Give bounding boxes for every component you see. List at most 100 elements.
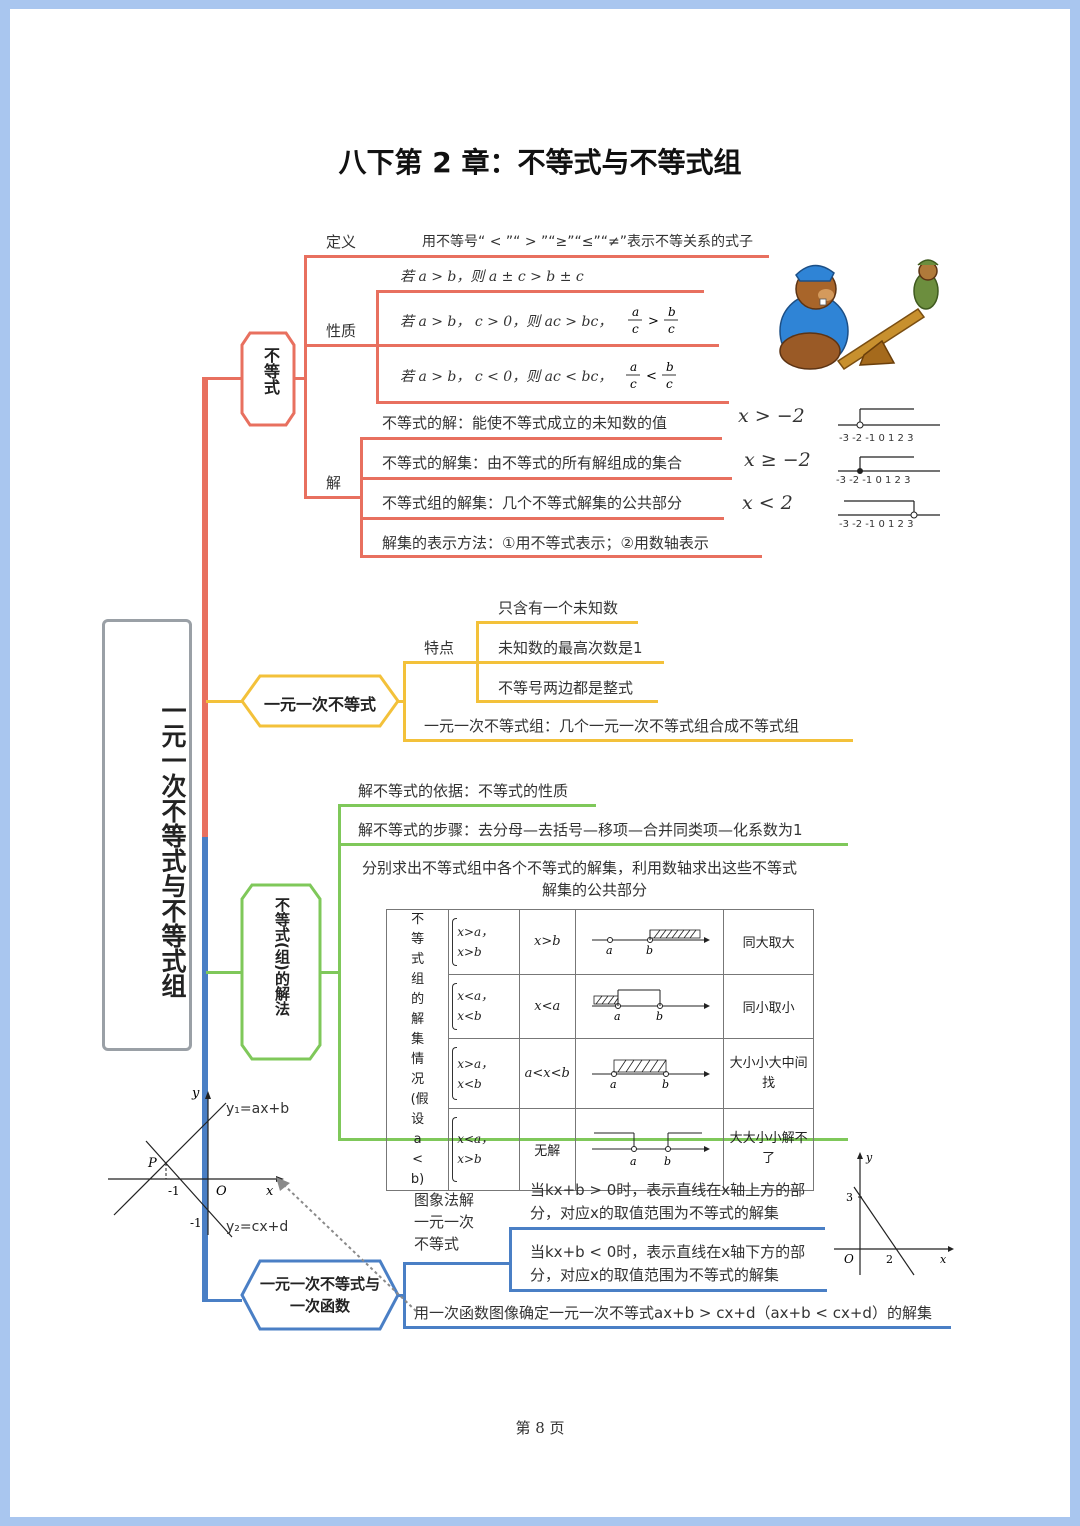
single-line-graph: y x O 3 2 [834,1151,954,1276]
table-axis: a b [574,1107,725,1192]
system-method-line1: 分别求出不等式组中各个不等式的解集，利用数轴求出这些不等式 [362,859,798,877]
svg-text:O: O [216,1184,227,1199]
definition-text: 用不等号“ < ”“ > ”“≥”“≤”“≠”表示不等关系的式子 [422,234,753,250]
branch1-hex [240,331,296,427]
solution-set-table: 不等式组的解集情况(假设a<b) x>a，x>b x>b a b 同大取大 [385,909,814,1192]
branch4-hex [240,1259,400,1331]
solution-label: 解 [326,474,342,492]
axis-ticks-3: -3 -2 -1 0 1 2 3 [839,519,914,530]
feature-1: 只含有一个未知数 [498,599,619,617]
seesaw-illustration [779,259,939,371]
page-title: 八下第 2 章：不等式与不等式组 [338,146,742,179]
svg-text:x: x [940,1253,947,1266]
number-line-2 [838,456,940,474]
axis-diagram-1: a b [591,929,710,957]
svg-text:-1: -1 [168,1184,180,1198]
svg-text:2: 2 [886,1253,893,1266]
axis-ticks-2: -3 -2 -1 0 1 2 3 [836,475,911,486]
solving-steps: 解不等式的步骤：去分母—去括号—移项—合并同类项—化系数为1 [358,821,803,839]
branch1-label: 不等式 [261,347,280,395]
svg-text:c: c [668,322,675,336]
definition-label: 定义 [326,233,357,251]
svg-text:a: a [630,360,637,374]
svg-text:b: b [668,305,676,319]
svg-text:b: b [646,944,653,957]
svg-text:P: P [147,1156,157,1171]
case-above-axis: 当kx+b > 0时，表示直线在x轴上方的部分，对应x的取值范围为不等式的解集 [530,1181,806,1222]
svg-text:b: b [656,1010,663,1023]
table-rule: 大小小大中间找 [723,1038,814,1109]
main-topic-box: 一元一次不等式与不等式组 [102,619,192,1051]
branch4-label: 一元一次不等式与一次函数 [259,1275,380,1315]
svg-text:y: y [191,1086,200,1101]
svg-text:<: < [646,369,657,384]
trunk-blue [202,837,208,1299]
feature-2: 未知数的最高次数是1 [498,639,643,657]
property-2: 若 a > b， c > 0，则 ac > bc， [400,314,613,330]
table-rule: 大大小小解不了 [723,1107,814,1192]
graph-application: 用一次函数图像确定一元一次不等式ax+b > cx+d（ax+b < cx+d）… [414,1304,932,1322]
svg-text:b: b [662,1078,669,1091]
svg-text:y: y [865,1151,873,1164]
svg-text:c: c [632,322,639,336]
table-rule: 同大取大 [723,909,814,975]
property-3-fraction: a c < b c [626,360,676,391]
svg-text:3: 3 [846,1191,853,1204]
svg-text:c: c [666,377,673,391]
case-below-axis: 当kx+b < 0时，表示直线在x轴下方的部分，对应x的取值范围为不等式的解集 [530,1243,806,1284]
property-1: 若 a > b，则 a ± c > b ± c [400,269,584,285]
svg-text:b: b [664,1155,671,1168]
example-3: x < 2 [742,492,793,514]
solution-item-4: 解集的表示方法：①用不等式表示；②用数轴表示 [382,534,709,552]
feature-label: 特点 [424,639,455,657]
table-row: x<a，x<b [448,973,520,1040]
table-row: x>a，x>b [448,909,520,975]
svg-text:a: a [606,944,613,957]
property-label: 性质 [326,322,357,340]
svg-text:b: b [666,360,674,374]
table-solution: x<a [518,973,576,1040]
table-solution: 无解 [518,1107,576,1192]
svg-text:a: a [614,1010,621,1023]
line-y2-label: y₂=cx+d [226,1219,289,1235]
table-axis: a b [574,909,725,975]
example-1: x > −2 [738,405,805,427]
property-3: 若 a > b， c < 0，则 ac < bc， [400,369,613,385]
solving-basis: 解不等式的依据：不等式的性质 [358,782,569,800]
axis-ticks-1: -3 -2 -1 0 1 2 3 [839,433,914,444]
page: 八下第 2 章：不等式与不等式组 一元一次不等式与不等式组 不等式 定义 用不等… [10,9,1070,1517]
axis-diagram-2: a b [591,989,710,1023]
page-number: 第 8 页 [515,1419,565,1437]
table-axis: a b [574,973,725,1040]
number-line-3 [838,500,940,519]
table-solution: x>b [518,909,576,975]
graph-method-label: 图象法解一元一次不等式 [414,1191,475,1253]
two-lines-graph: y x O P -1 -1 [108,1086,284,1238]
branch2-label: 一元一次不等式 [263,695,376,714]
trunk-red [202,377,208,837]
svg-text:x: x [266,1184,274,1199]
svg-text:O: O [844,1252,854,1266]
example-2: x ≥ −2 [744,449,811,471]
solution-item-3: 不等式组的解集：几个不等式解集的公共部分 [382,494,683,512]
solution-item-1: 不等式的解：能使不等式成立的未知数的值 [382,414,668,432]
number-line-1 [838,408,940,429]
solution-item-2: 不等式的解集：由不等式的所有解组成的集合 [382,454,683,472]
branch3-hex [240,883,322,1061]
branch3-label: 不等式(组)的解法 [273,897,291,1016]
dotted-arrow [276,1177,417,1312]
svg-text:a: a [630,1155,637,1168]
system-method-line2: 解集的公共部分 [542,881,648,899]
axis-diagram-4: a b [591,1132,710,1168]
table-solution: a<x<b [518,1038,576,1109]
svg-text:>: > [648,314,659,329]
table-axis: a b [574,1038,725,1109]
svg-text:a: a [632,305,639,319]
table-row-header: 不等式组的解集情况(假设a<b) [410,912,429,1187]
branch2-hex [240,674,400,728]
table-row: x<a，x>b [448,1107,520,1192]
svg-text:-1: -1 [190,1216,202,1230]
svg-text:c: c [630,377,637,391]
property-2-fraction: a c > b c [628,305,678,336]
line-y1-label: y₁=ax+b [226,1101,290,1117]
